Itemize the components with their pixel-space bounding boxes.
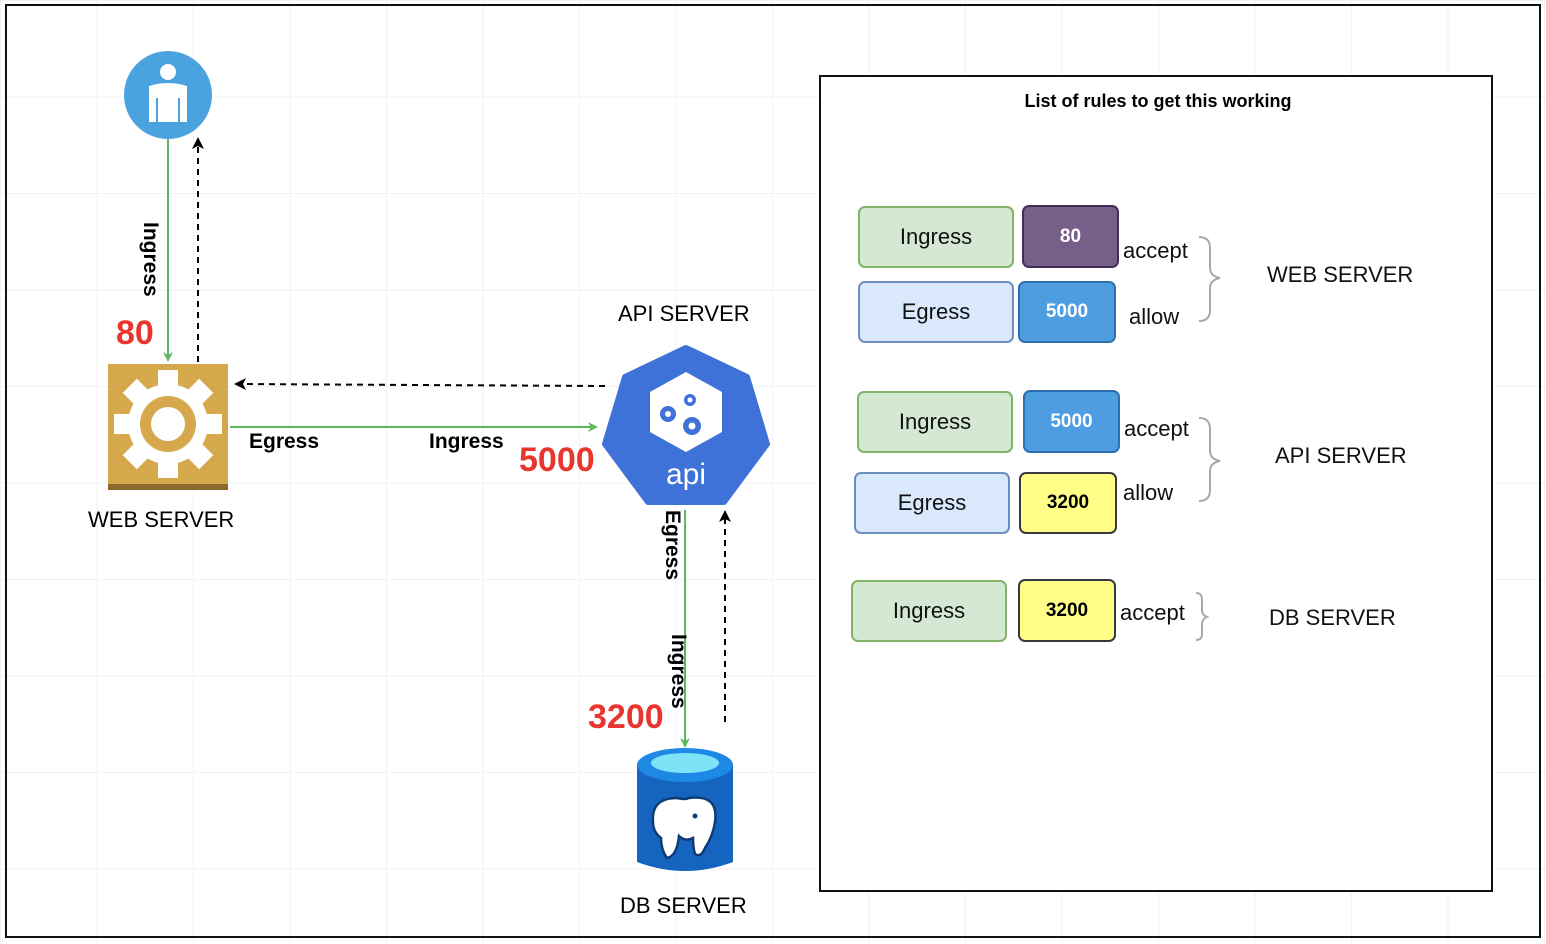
db-group-label: DB SERVER — [1269, 605, 1396, 630]
web-ingress-port-pill: 80 — [1022, 205, 1119, 268]
api-to-db-egress-label: Egress — [661, 510, 684, 581]
web-egress-pill: Egress — [858, 281, 1014, 343]
db-ingress-pill: Ingress — [851, 580, 1007, 642]
api-ingress-action: accept — [1124, 416, 1189, 441]
api-ingress-pill: Ingress — [857, 391, 1013, 453]
web-to-api-egress-label: Egress — [249, 430, 320, 453]
outer-frame — [5, 4, 1541, 938]
api-to-db-ingress-label: Ingress — [667, 634, 690, 709]
web-ingress-pill: Ingress — [858, 206, 1014, 268]
api-to-web-return-line — [234, 378, 606, 391]
api-egress-action: allow — [1123, 480, 1174, 505]
api-group-label: API SERVER — [1275, 443, 1407, 468]
web-server-label: WEB SERVER — [88, 507, 235, 532]
api-port-label: 5000 — [519, 441, 595, 479]
api-ingress-port-pill: 5000 — [1023, 390, 1120, 453]
db-server-label: DB SERVER — [620, 893, 747, 918]
web-egress-port-pill: 5000 — [1018, 281, 1116, 343]
db-port-label: 3200 — [588, 698, 664, 736]
rules-panel-title: List of rules to get this working — [1024, 91, 1292, 111]
web-egress-action: allow — [1129, 304, 1180, 329]
user-to-web-ingress-label: Ingress — [139, 222, 162, 297]
db-ingress-port-pill: 3200 — [1018, 579, 1116, 642]
api-egress-port-pill: 3200 — [1019, 472, 1117, 534]
db-ingress-action: accept — [1120, 600, 1185, 625]
web-port-label: 80 — [116, 314, 154, 352]
web-group-label: WEB SERVER — [1267, 262, 1414, 287]
api-egress-pill: Egress — [854, 472, 1010, 534]
api-server-label: API SERVER — [618, 301, 750, 326]
web-to-api-ingress-label: Ingress — [429, 430, 504, 453]
web-ingress-action: accept — [1123, 238, 1188, 263]
